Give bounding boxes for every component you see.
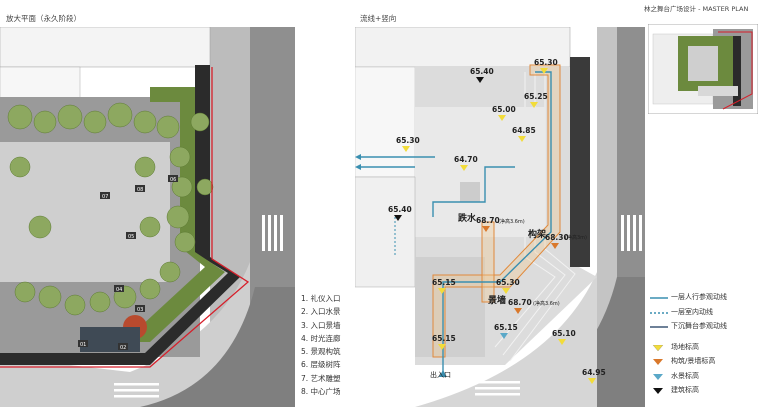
elevation-marker-e3 [530, 102, 538, 108]
elevation-marker-e17 [588, 378, 596, 384]
feature-label-pavilion: 构架 [528, 230, 547, 240]
right-panel-title: 林之舞台广场设计 - MASTER PLAN [644, 5, 749, 13]
elevation-label-e1: 65.30 [534, 58, 558, 67]
elevation-marker-e13 [514, 308, 522, 314]
elevation-marker-e14 [500, 333, 508, 339]
legend-item-6: 6. 层级树阵 [301, 360, 341, 370]
zone-label-02: 02 [120, 345, 126, 351]
zone-label-05: 05 [128, 234, 134, 240]
elevation-label-e12: 65.30 [496, 278, 520, 287]
elevation-marker-e7 [460, 165, 468, 171]
elevation-label-e7: 64.70 [454, 155, 478, 164]
feature-label-wall-note: (净高3.6m) [533, 301, 560, 307]
elevation-marker-e10 [551, 243, 559, 249]
feature-legend: 1. 礼仪入口 2. 入口水景 3. 入口景墙 4. 时光连廊 5. 景观构筑 … [301, 292, 341, 398]
elevation-label-e3: 65.25 [524, 92, 548, 101]
feature-label-falls: 跌水 [458, 214, 477, 224]
feature-label-entrance: 出入口 [430, 371, 451, 379]
elevation-label-e17: 64.95 [582, 368, 606, 377]
elevation-marker-e15 [438, 344, 446, 350]
zone-label-03: 03 [137, 307, 143, 313]
elevation-label-e4: 65.00 [492, 105, 516, 114]
legend-item-4: 4. 时光连廊 [301, 333, 341, 343]
zone-label-01: 01 [80, 342, 86, 348]
legend-item-8: 8. 中心广场 [301, 387, 341, 397]
elevation-marker-e12 [502, 288, 510, 294]
elevation-marker-e8 [394, 215, 402, 221]
key-plan [648, 24, 758, 114]
elevation-marker-e1 [540, 68, 548, 74]
elevation-marker-e5 [518, 136, 526, 142]
middle-panel-title: 流线+竖向 [360, 14, 397, 23]
left-panel-title: 放大平面（永久阶段） [6, 14, 81, 23]
zone-label-06: 06 [170, 177, 176, 183]
elevation-marker-e6 [402, 146, 410, 152]
legend-item-7: 7. 艺术雕塑 [301, 373, 341, 383]
enlarged-plan: 01 02 03 04 05 06 07 08 [0, 27, 295, 407]
elevation-label-e14: 65.15 [494, 323, 518, 332]
elevation-label-e5: 64.85 [512, 126, 536, 135]
legend-item-5: 5. 景观构筑 [301, 347, 341, 357]
elevation-label-e9: 68.70 [476, 216, 500, 225]
legend-item-2: 2. 入口水景 [301, 307, 341, 317]
elevation-label-e2: 65.40 [470, 67, 494, 76]
circulation-plan [355, 27, 645, 407]
elevation-label-e8: 65.40 [388, 205, 412, 214]
elevation-marker-e2 [476, 77, 484, 83]
feature-label-pavilion-note: (净高3m) [565, 235, 587, 241]
elevation-label-e6: 65.30 [396, 136, 420, 145]
feature-label-wall: 景墙 [488, 296, 507, 306]
zone-label-08: 08 [137, 187, 143, 193]
elevation-marker-e9 [482, 226, 490, 232]
elevation-label-e16: 65.10 [552, 329, 576, 338]
feature-label-falls-note: (净高3.6m) [498, 219, 525, 225]
zone-label-07: 07 [102, 194, 108, 200]
legend-item-1: 1. 礼仪入口 [301, 294, 341, 303]
elevation-marker-e16 [558, 339, 566, 345]
elevation-label-e10: 68.30 [545, 233, 569, 242]
zone-label-04: 04 [116, 287, 122, 293]
elevation-marker-e4 [498, 115, 506, 121]
elevation-label-e11: 65.15 [432, 278, 456, 287]
elevation-marker-e11 [438, 288, 446, 294]
legend-item-3: 3. 入口景墙 [301, 320, 341, 330]
elevation-label-e15: 65.15 [432, 334, 456, 343]
elevation-label-e13: 68.70 [508, 298, 532, 307]
